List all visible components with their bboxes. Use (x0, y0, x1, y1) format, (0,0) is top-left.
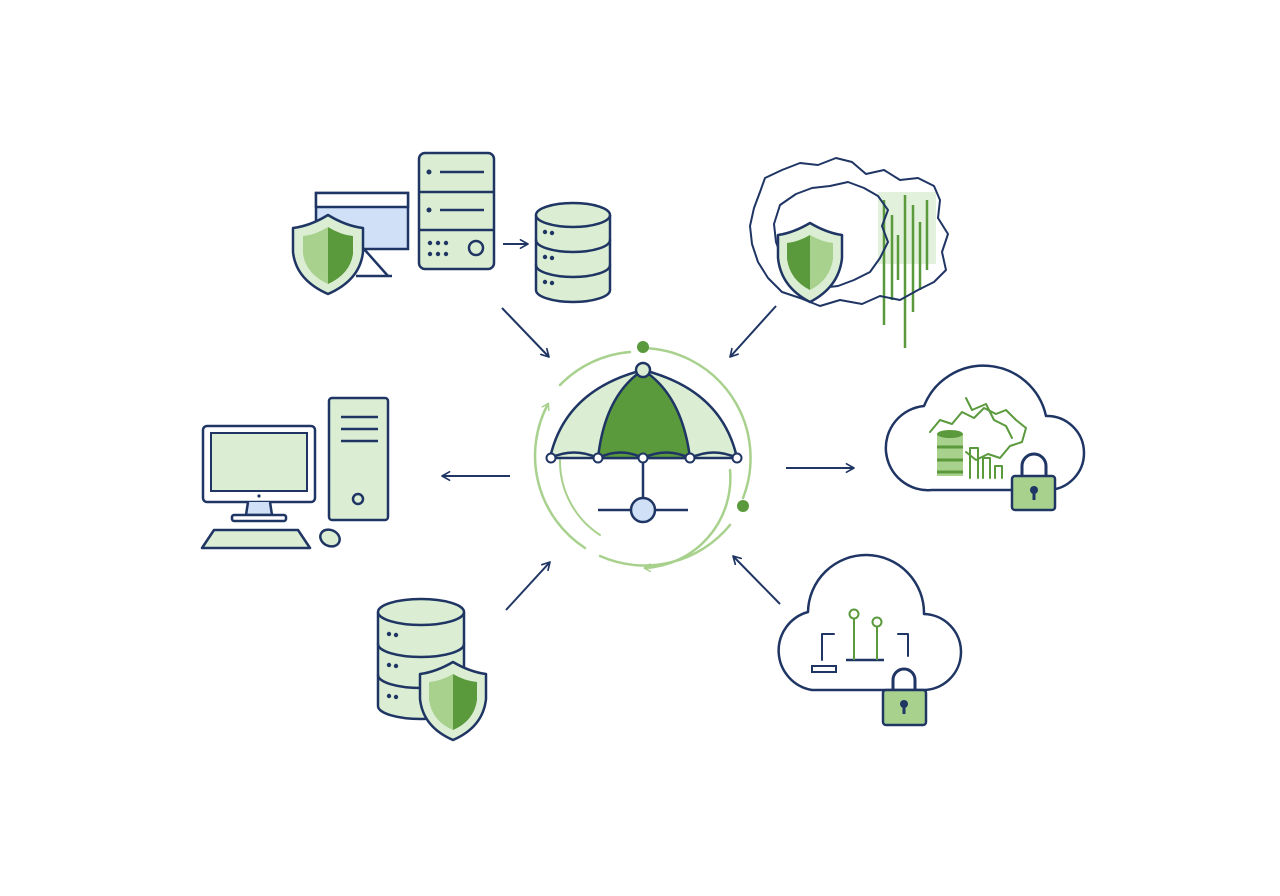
arrow-bottom-left-in (505, 561, 551, 611)
monitor-icon (201, 424, 317, 523)
network-nodes-icon (811, 608, 909, 673)
shield-icon (418, 660, 488, 742)
padlock-icon (881, 667, 928, 727)
shield-icon (776, 221, 844, 304)
keyboard-icon (200, 528, 312, 550)
arrow-top-right-in (729, 305, 777, 358)
shield-icon (291, 213, 365, 296)
bar-chart-icon (969, 447, 1003, 479)
umbrella-network-icon (545, 361, 743, 524)
desktop-workstation (200, 396, 390, 550)
pc-tower-icon (327, 396, 390, 522)
cloud-icon (884, 364, 1086, 492)
flow-arrows (441, 239, 855, 611)
circuit-map-icon (929, 397, 1027, 461)
padlock-icon (1010, 452, 1057, 512)
secure-cloud-network (777, 553, 963, 727)
protected-database (376, 597, 488, 742)
arrow-top-left-in (501, 307, 550, 358)
server-rack-icon (417, 151, 496, 271)
secure-cloud-storage (884, 364, 1086, 512)
mouse-icon (319, 528, 341, 548)
data-bars-icon (878, 192, 936, 348)
protected-server-stack (291, 151, 612, 304)
sync-ring-icon (533, 341, 752, 573)
database-icon (534, 201, 612, 304)
central-hub (533, 341, 752, 573)
database-icon (937, 430, 963, 476)
cloud-icon (777, 553, 963, 692)
arrow-bottom-right-in (732, 555, 781, 605)
shielded-cloud-threat (749, 157, 949, 348)
